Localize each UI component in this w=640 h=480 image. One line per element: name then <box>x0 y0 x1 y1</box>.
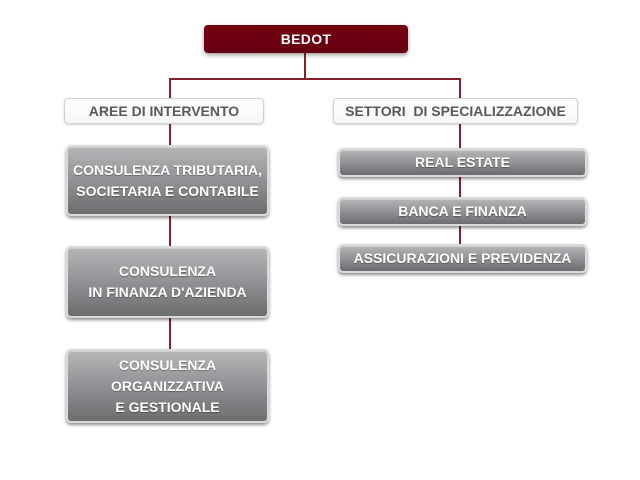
node-label-line: CONSULENZA TRIBUTARIA, <box>73 161 262 178</box>
node-consulenza-tributaria-societaria-contabile: CONSULENZA TRIBUTARIA, SOCIETARIA E CONT… <box>66 145 269 216</box>
node-label-line: BANCA E FINANZA <box>398 203 527 219</box>
branch-header-aree-di-intervento: AREE DI INTERVENTO <box>64 98 264 124</box>
node-label-line: SOCIETARIA E CONTABILE <box>76 182 259 199</box>
root-node-bedot: BEDOT <box>204 25 408 53</box>
connector-left-header-to-node1 <box>169 123 171 146</box>
node-label-line: REAL ESTATE <box>415 154 510 170</box>
node-label-line: CONSULENZA <box>118 263 217 279</box>
node-label-line: E GESTIONALE <box>115 398 220 415</box>
node-banca-e-finanza: BANCA E FINANZA <box>338 197 587 226</box>
branch-header-settori-di-specializzazione: SETTORI DI SPECIALIZZAZIONE <box>333 98 578 124</box>
connector-root-vertical <box>304 52 306 79</box>
root-label: BEDOT <box>280 31 332 47</box>
connector-main-horizontal <box>169 78 461 80</box>
branch-header-label: AREE DI INTERVENTO <box>88 103 240 119</box>
connector-right-header-drop <box>459 79 461 99</box>
connector-right-header-to-node1 <box>459 123 461 149</box>
node-label-line: CONSULENZA <box>118 356 217 373</box>
connector-left-header-drop <box>169 79 171 99</box>
node-label-line: ASSICURAZIONI E PREVIDENZA <box>353 250 572 266</box>
node-assicurazioni-e-previdenza: ASSICURAZIONI E PREVIDENZA <box>338 244 587 273</box>
connector-right-node1-to-node2 <box>459 176 461 198</box>
connector-right-node2-to-node3 <box>459 225 461 245</box>
connector-left-node1-to-node2 <box>169 215 171 247</box>
node-consulenza-finanza-azienda: CONSULENZA IN FINANZA D'AZIENDA <box>66 246 269 318</box>
node-consulenza-organizzativa-gestionale: CONSULENZA ORGANIZZATIVA E GESTIONALE <box>66 349 269 423</box>
node-label-line: ORGANIZZATIVA <box>110 377 225 394</box>
branch-header-label: SETTORI DI SPECIALIZZAZIONE <box>345 103 566 119</box>
node-real-estate: REAL ESTATE <box>338 148 587 177</box>
connector-left-node2-to-node3 <box>169 317 171 350</box>
node-label-line: IN FINANZA D'AZIENDA <box>88 284 247 300</box>
